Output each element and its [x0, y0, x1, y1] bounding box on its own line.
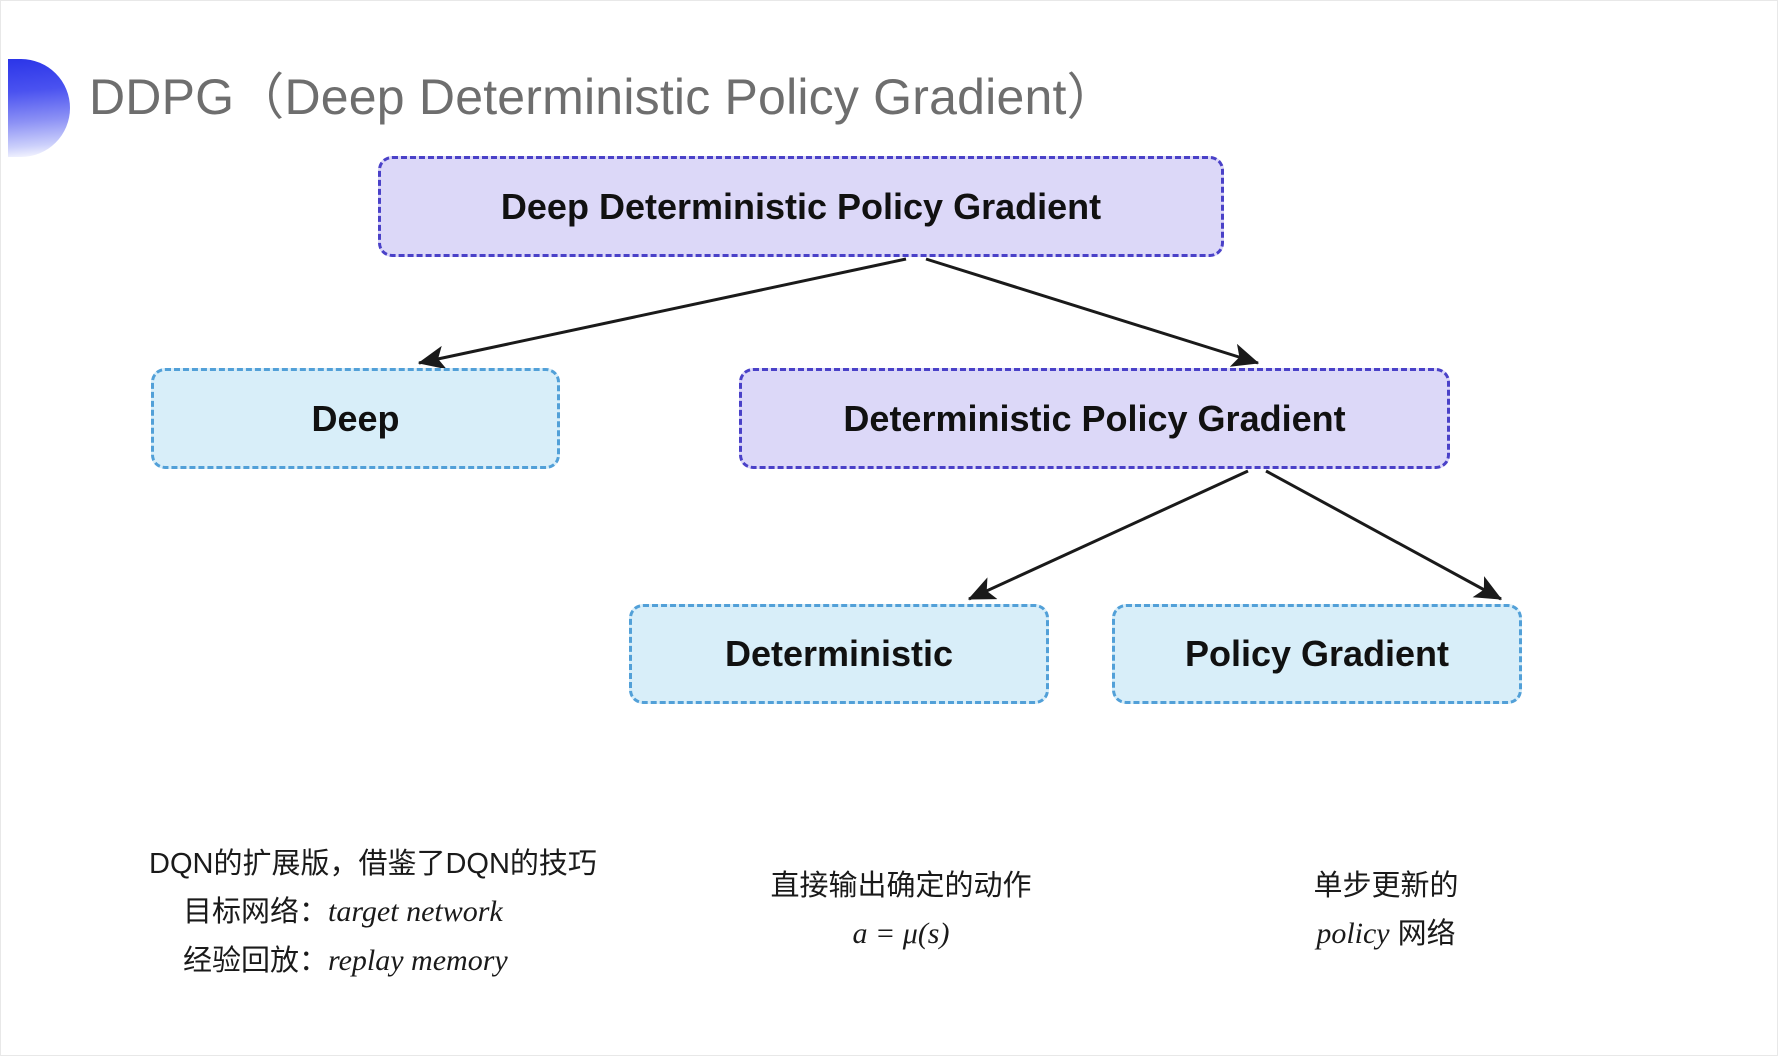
annotation-deterministic: 直接输出确定的动作 a = μ(s): [741, 863, 1061, 959]
annotation-policy-gradient-line1: 单步更新的: [1313, 870, 1459, 902]
annotation-policy-gradient-suffix: 网络: [1389, 917, 1456, 950]
annotation-deep-line2-term: target network: [328, 894, 503, 928]
edge-dpg-to-policygradient: [1265, 469, 1503, 601]
annotation-policy-gradient-term: policy: [1316, 916, 1390, 950]
node-deep[interactable]: Deep: [151, 368, 560, 469]
annotation-deep-line2: 目标网络：target network: [149, 888, 597, 937]
title-accent-halfcircle-icon: [8, 59, 70, 157]
node-deterministic[interactable]: Deterministic: [629, 604, 1049, 704]
edge-dpg-to-deterministic: [967, 469, 1249, 601]
annotation-deterministic-line1: 直接输出确定的动作: [770, 870, 1032, 902]
annotation-deterministic-formula: a = μ(s): [852, 916, 950, 950]
annotation-deep-line1: DQN的扩展版，借鉴了DQN的技巧: [149, 848, 597, 880]
node-policy-gradient[interactable]: Policy Gradient: [1112, 604, 1522, 704]
page-title: DDPG（Deep Deterministic Policy Gradient）: [89, 69, 1117, 125]
node-deterministic-policy-gradient[interactable]: Deterministic Policy Gradient: [739, 368, 1450, 469]
edge-root-to-dpg: [925, 257, 1260, 367]
edge-root-to-deep: [417, 257, 907, 370]
annotation-deep: DQN的扩展版，借鉴了DQN的技巧 目标网络：target network 经验…: [149, 841, 597, 985]
annotation-policy-gradient-line2: policy 网络: [1256, 910, 1516, 959]
annotation-policy-gradient: 单步更新的 policy 网络: [1256, 863, 1516, 959]
annotation-deep-line3-term: replay memory: [328, 943, 508, 977]
annotation-deep-line3: 经验回放：replay memory: [149, 937, 597, 986]
node-deep-deterministic-policy-gradient[interactable]: Deep Deterministic Policy Gradient: [378, 156, 1224, 257]
annotation-deep-line3-label: 经验回放：: [183, 944, 329, 977]
annotation-deep-line2-label: 目标网络：: [183, 895, 329, 928]
